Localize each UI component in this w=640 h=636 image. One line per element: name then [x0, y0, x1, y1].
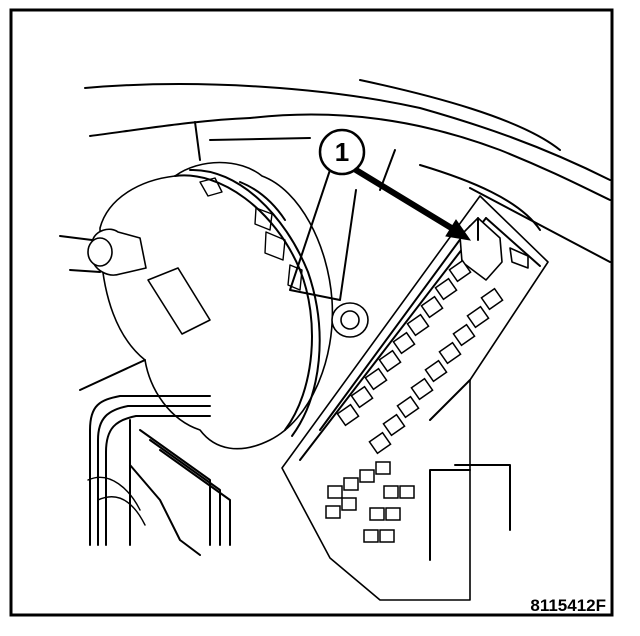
fuse-row-left	[336, 259, 472, 427]
diagram-border	[9, 8, 614, 617]
pedal-mount	[79, 169, 369, 391]
callout-number: 1	[335, 137, 349, 167]
figure-id-label: 8115412F	[530, 596, 606, 615]
mini-fuse-block	[325, 461, 415, 543]
callout-1: 1	[318, 128, 366, 176]
cowl-panel-lines	[84, 79, 611, 263]
tube-bundle	[87, 395, 231, 556]
callout-arrow	[353, 167, 472, 241]
fuse-row-right	[368, 287, 504, 455]
master-cylinder	[59, 228, 147, 276]
